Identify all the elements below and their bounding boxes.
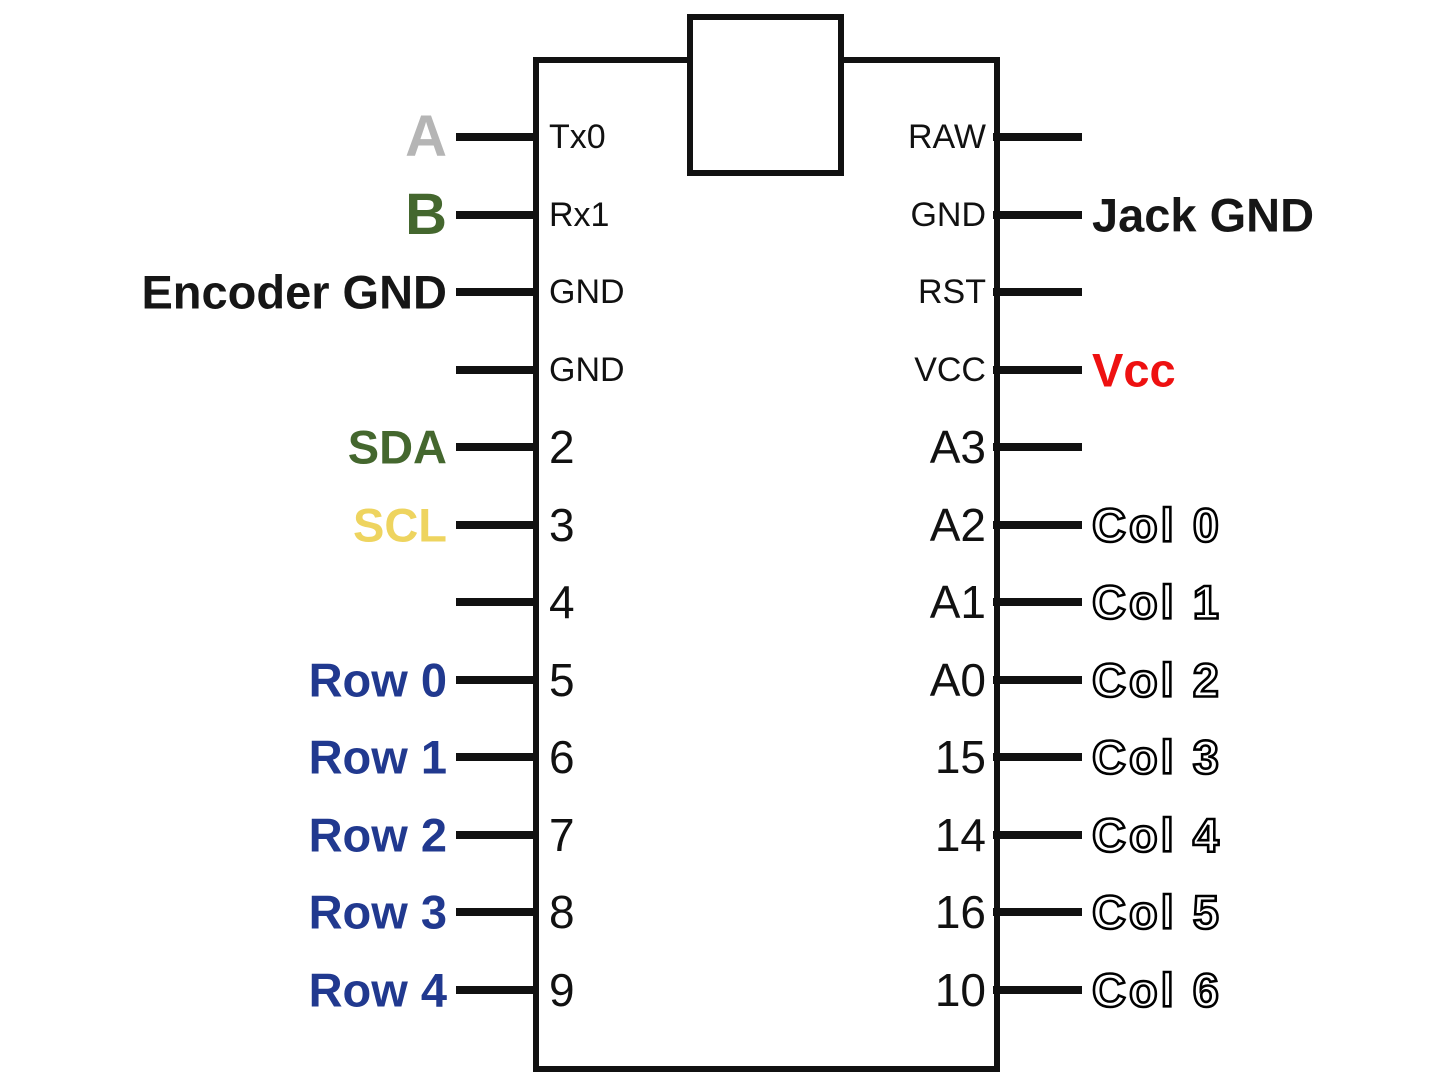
right-pin-wire	[993, 443, 1082, 451]
right-pin-wire	[993, 133, 1082, 141]
left-pin-name: Rx1	[549, 195, 610, 234]
right-pin-external-label: Col 4	[1091, 808, 1222, 861]
left-pin-wire	[456, 985, 539, 994]
left-pin-wire	[456, 830, 539, 839]
left-pin-external-label: A	[405, 104, 447, 169]
right-pin-wire	[993, 210, 1082, 219]
left-pin-external-label: Row 3	[308, 885, 447, 939]
left-pin-external-label: Row 0	[308, 653, 447, 706]
left-pin-wire	[456, 598, 539, 606]
right-pin-external-label: Col 6	[1091, 963, 1222, 1016]
right-pin-wire	[993, 598, 1082, 606]
left-pin-wire	[456, 908, 539, 916]
chip-body	[533, 57, 1000, 1072]
usb-connector	[687, 14, 844, 176]
left-pin-name: 7	[549, 808, 575, 861]
right-pin-wire	[993, 753, 1082, 761]
right-pin-external-label: Jack GND	[1092, 188, 1315, 241]
left-pin-name: 3	[549, 498, 575, 551]
left-pin-name: 2	[549, 421, 575, 473]
left-pin-name: 6	[549, 731, 575, 783]
left-pin-external-label: Row 1	[308, 730, 447, 784]
left-pin-external-label: SCL	[353, 498, 447, 551]
left-pin-name: Tx0	[549, 118, 606, 156]
right-pin-wire	[993, 365, 1082, 374]
left-pin-external-label: Row 2	[308, 808, 447, 861]
left-pin-external-label: Encoder GND	[141, 265, 447, 319]
right-pin-name: VCC	[914, 350, 986, 389]
left-pin-wire	[456, 520, 539, 529]
left-pin-name: GND	[549, 273, 625, 311]
right-pin-name: A2	[929, 498, 986, 551]
left-pin-name: 4	[549, 576, 575, 628]
right-pin-external-label: Col 3	[1091, 730, 1222, 784]
right-pin-name: A0	[929, 653, 986, 706]
left-pin-name: 8	[549, 886, 575, 938]
left-pin-name: 9	[549, 963, 575, 1016]
right-pin-name: 10	[934, 963, 986, 1016]
right-pin-external-label: Vcc	[1092, 343, 1176, 396]
left-pin-wire	[456, 133, 539, 141]
right-pin-name: GND	[910, 195, 986, 234]
left-pin-name: GND	[549, 350, 625, 389]
right-pin-wire	[993, 675, 1082, 684]
left-pin-wire	[456, 365, 539, 374]
right-pin-name: 16	[934, 886, 986, 938]
left-pin-external-label: Row 4	[308, 963, 447, 1016]
left-pin-name: 5	[549, 653, 575, 706]
right-pin-name: RST	[918, 273, 986, 311]
right-pin-name: RAW	[907, 118, 986, 156]
right-pin-wire	[993, 985, 1082, 994]
right-pin-wire	[993, 830, 1082, 839]
right-pin-wire	[993, 288, 1082, 296]
right-pin-wire	[993, 520, 1082, 529]
right-pin-external-label: Col 0	[1091, 498, 1222, 551]
right-pin-name: 14	[934, 808, 986, 861]
left-pin-wire	[456, 753, 539, 761]
right-pin-name: 15	[934, 731, 986, 783]
right-pin-name: A3	[929, 421, 986, 473]
left-pin-wire	[456, 288, 539, 296]
right-pin-name: A1	[929, 576, 986, 628]
left-pin-external-label: B	[405, 181, 447, 247]
right-pin-external-label: Col 2	[1091, 653, 1222, 706]
left-pin-wire	[456, 675, 539, 684]
left-pin-external-label: SDA	[347, 420, 447, 474]
right-pin-external-label: Col 5	[1091, 885, 1222, 939]
left-pin-wire	[456, 210, 539, 219]
left-pin-wire	[456, 443, 539, 451]
right-pin-wire	[993, 908, 1082, 916]
right-pin-external-label: Col 1	[1091, 575, 1222, 629]
